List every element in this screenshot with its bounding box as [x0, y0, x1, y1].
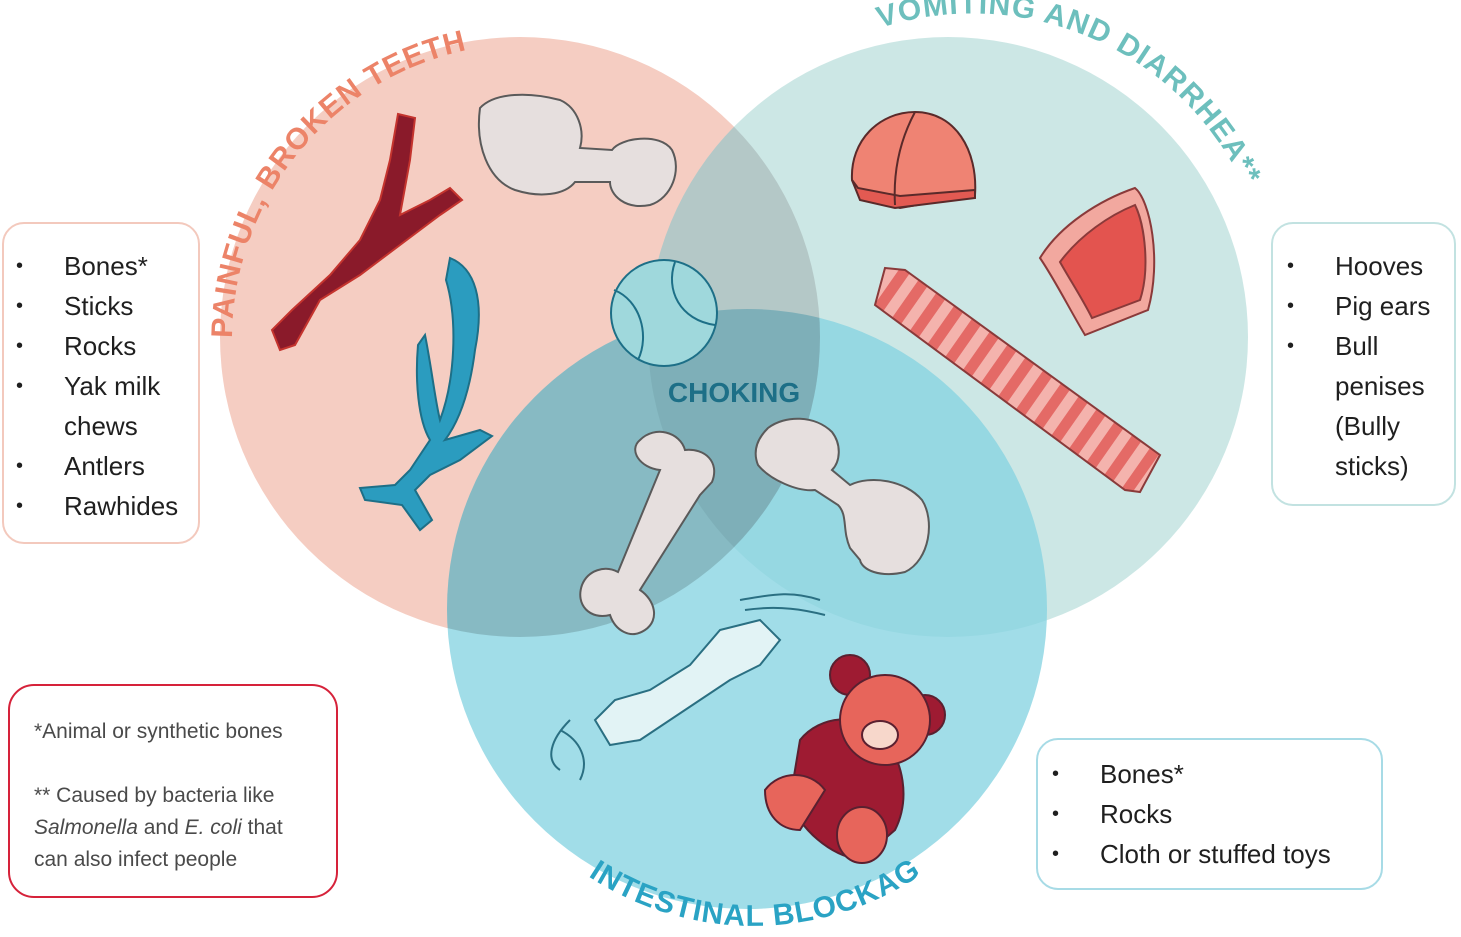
footnote-bones: *Animal or synthetic bones [34, 716, 316, 748]
footnote-box: *Animal or synthetic bones ** Caused by … [8, 684, 338, 898]
list-item: Antlers [4, 446, 198, 486]
list-item: penises [1273, 366, 1454, 406]
list-item: sticks) [1273, 446, 1454, 486]
list-item: Yak milk [4, 366, 198, 406]
list-item: Bones* [1038, 754, 1381, 794]
list-box-painful-teeth: Bones* Sticks Rocks Yak milk chews Antle… [2, 222, 200, 544]
list-item: Bones* [4, 246, 198, 286]
list-item: chews [4, 406, 198, 446]
list-item: Sticks [4, 286, 198, 326]
list-item: Pig ears [1273, 286, 1454, 326]
list-item: Rawhides [4, 486, 198, 526]
list-item: (Bully [1273, 406, 1454, 446]
list-box-vomiting: Hooves Pig ears Bull penises (Bully stic… [1271, 222, 1456, 506]
center-label-choking: CHOKING [668, 377, 800, 408]
footnote-bacteria: ** Caused by bacteria like Salmonella an… [34, 780, 316, 876]
list-item: Rocks [1038, 794, 1381, 834]
tennis-ball-icon [611, 260, 717, 366]
list-item: Bull [1273, 326, 1454, 366]
list-item: Cloth or stuffed toys [1038, 834, 1381, 874]
list-item: Hooves [1273, 246, 1454, 286]
list-box-blockage: Bones* Rocks Cloth or stuffed toys [1036, 738, 1383, 890]
list-item: Rocks [4, 326, 198, 366]
